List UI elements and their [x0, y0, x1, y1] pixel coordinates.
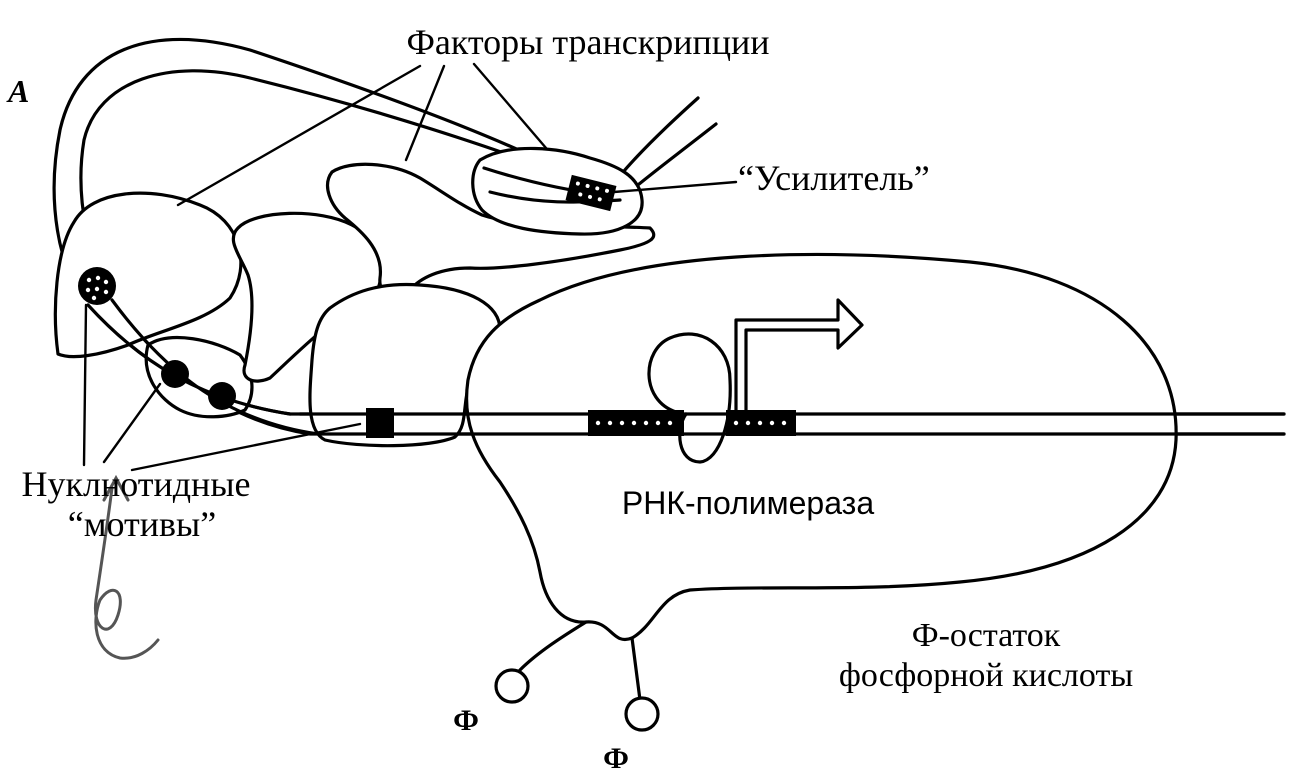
phosphate-label-left: Ф: [453, 704, 479, 737]
promoter-box-left: [588, 410, 684, 436]
rna-polymerase: [464, 252, 1178, 642]
motif-black-dots: [161, 360, 236, 410]
factor-middle: [231, 211, 383, 383]
panel-label: A: [6, 73, 29, 109]
factor-left: [53, 191, 243, 359]
factor-enhancer-bound: [471, 146, 644, 236]
pointer-lines: [82, 62, 738, 472]
transcription-start-arrow-icon: [734, 298, 864, 416]
handwritten-mark-icon: [93, 474, 160, 660]
promoter-box-right: [726, 410, 796, 436]
factors-label: Факторы транскрипции: [406, 22, 769, 62]
motif-box-black: [366, 408, 394, 438]
motifs-label-line1: Нуклнотидные: [22, 464, 251, 504]
enhancer-box: [565, 174, 617, 212]
motif-dotted-circle: [78, 267, 116, 305]
legend-label-line1: Ф-остаток: [912, 617, 1061, 654]
factor-upper: [326, 162, 656, 298]
motifs-label-line2: “мотивы”: [68, 504, 216, 544]
phosphate-label-bottom: Ф: [603, 742, 629, 775]
legend-label-line2: фосфорной кислоты: [839, 657, 1133, 694]
rna-transcript-loop: [647, 332, 732, 464]
phosphate-group-right: [624, 636, 660, 732]
phosphate-group-left: [494, 620, 588, 704]
polymerase-label: РНК-полимераза: [622, 485, 874, 521]
enhancer-label: “Усилитель”: [738, 158, 930, 198]
